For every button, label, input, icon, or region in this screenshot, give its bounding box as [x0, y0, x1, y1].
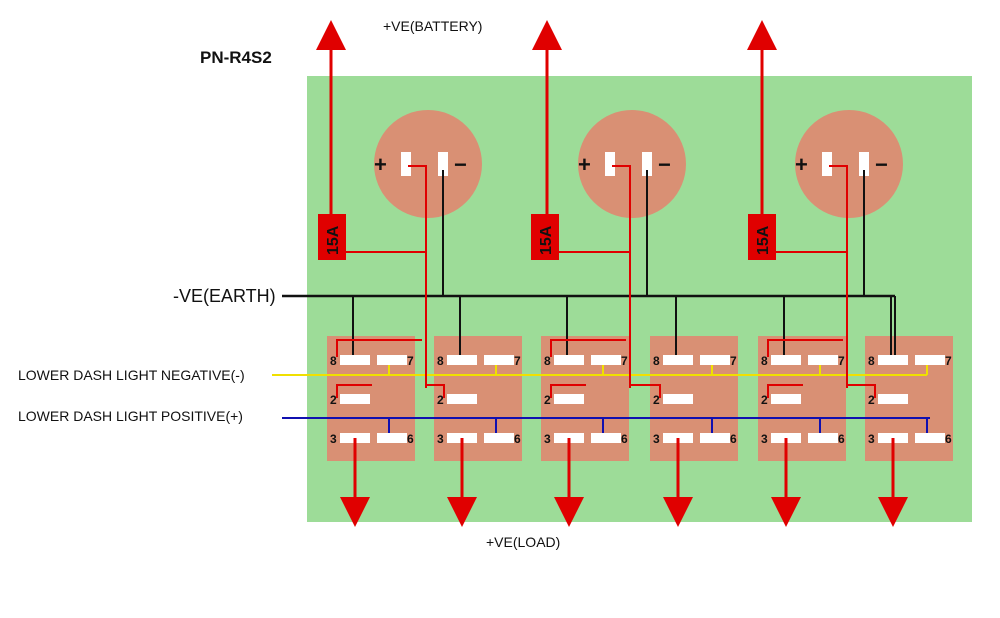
pin-label-6: 6	[621, 432, 628, 446]
negative-light-label: LOWER DASH LIGHT NEGATIVE(-)	[18, 367, 245, 383]
socket-feed-wire	[346, 165, 427, 253]
pin-label-7: 7	[621, 354, 628, 368]
switch-terminal	[700, 355, 730, 365]
pin-label-7: 7	[730, 354, 737, 368]
socket-plus-sign: +	[374, 152, 387, 177]
socket-negative-terminal	[859, 152, 869, 176]
switch-feed-wire	[767, 384, 803, 398]
socket-feed-wire	[559, 165, 631, 253]
switch-feed-wire	[847, 384, 876, 398]
switch-terminal	[878, 394, 908, 404]
wires	[272, 165, 930, 438]
pin-label-3: 3	[437, 432, 444, 446]
switch-feed-wire	[550, 384, 586, 398]
socket-positive-terminal	[822, 152, 832, 176]
switch-terminal	[700, 433, 730, 443]
socket-negative-terminal	[438, 152, 448, 176]
fuse	[748, 214, 776, 260]
switch-terminal	[340, 394, 370, 404]
pin-label-2: 2	[330, 393, 337, 407]
positive-light-label: LOWER DASH LIGHT POSITIVE(+)	[18, 408, 243, 424]
battery-label: +VE(BATTERY)	[383, 18, 482, 34]
pin-label-7: 7	[407, 354, 414, 368]
pin-label-7: 7	[514, 354, 521, 368]
socket-negative-terminal	[642, 152, 652, 176]
pin-label-6: 6	[838, 432, 845, 446]
switch-terminal	[484, 433, 514, 443]
fuse	[531, 214, 559, 260]
switch-terminal	[554, 394, 584, 404]
power-sockets: + − + − + −	[374, 110, 903, 218]
socket-plus-sign: +	[795, 152, 808, 177]
fuse-rating: 15A	[538, 225, 555, 255]
power-socket	[374, 110, 482, 218]
power-socket	[578, 110, 686, 218]
arrows	[316, 20, 908, 527]
pin-label-3: 3	[330, 432, 337, 446]
switch-terminal	[484, 355, 514, 365]
switch-terminal	[808, 433, 838, 443]
switch-feed-wire	[767, 339, 843, 357]
pin-label-6: 6	[407, 432, 414, 446]
model-title: PN-R4S2	[200, 48, 272, 67]
fuse-rating: 15A	[755, 225, 772, 255]
switch-terminal	[663, 394, 693, 404]
pin-label-2: 2	[868, 393, 875, 407]
switch-terminal	[915, 355, 945, 365]
pin-label-6: 6	[514, 432, 521, 446]
socket-plus-sign: +	[578, 152, 591, 177]
pin-label-2: 2	[437, 393, 444, 407]
pin-label-8: 8	[330, 354, 337, 368]
pin-label-7: 7	[945, 354, 952, 368]
switch-terminal	[591, 433, 621, 443]
switch-feed-wire	[426, 384, 445, 398]
pin-label-8: 8	[761, 354, 768, 368]
switch-terminal	[771, 394, 801, 404]
switch-terminal	[808, 355, 838, 365]
socket-minus-sign: −	[658, 152, 671, 177]
pin-label-8: 8	[544, 354, 551, 368]
switch-terminal	[554, 355, 584, 365]
switch-feed-wire	[336, 339, 422, 357]
socket-minus-sign: −	[454, 152, 467, 177]
pin-label-3: 3	[761, 432, 768, 446]
pin-label-2: 2	[761, 393, 768, 407]
fuse	[318, 214, 346, 260]
switch-feed-wire	[336, 384, 372, 398]
fuses: 15A 15A 15A	[318, 214, 776, 260]
socket-positive-terminal	[605, 152, 615, 176]
pin-label-8: 8	[653, 354, 660, 368]
switch-terminal	[915, 433, 945, 443]
switch-feed-wire	[630, 384, 661, 398]
socket-minus-sign: −	[875, 152, 888, 177]
pin-label-2: 2	[544, 393, 551, 407]
pin-label-2: 2	[653, 393, 660, 407]
load-label: +VE(LOAD)	[486, 534, 560, 550]
switch-terminal	[591, 355, 621, 365]
pin-label-7: 7	[838, 354, 845, 368]
fuse-rating: 15A	[325, 225, 342, 255]
switch-terminal	[447, 355, 477, 365]
pin-label-8: 8	[437, 354, 444, 368]
switch-terminal	[377, 433, 407, 443]
pin-label-3: 3	[868, 432, 875, 446]
pin-label-3: 3	[653, 432, 660, 446]
switch-terminal	[447, 394, 477, 404]
pin-label-6: 6	[730, 432, 737, 446]
switch-feed-wire	[550, 339, 626, 357]
socket-feed-wire	[776, 165, 848, 253]
power-socket	[795, 110, 903, 218]
pin-label-3: 3	[544, 432, 551, 446]
pin-label-6: 6	[945, 432, 952, 446]
pin-label-8: 8	[868, 354, 875, 368]
earth-label: -VE(EARTH)	[173, 286, 276, 306]
switch-terminal	[878, 355, 908, 365]
socket-positive-terminal	[401, 152, 411, 176]
switch-terminal	[340, 355, 370, 365]
switch-terminal	[663, 355, 693, 365]
switch-terminal	[771, 355, 801, 365]
switch-terminal	[377, 355, 407, 365]
